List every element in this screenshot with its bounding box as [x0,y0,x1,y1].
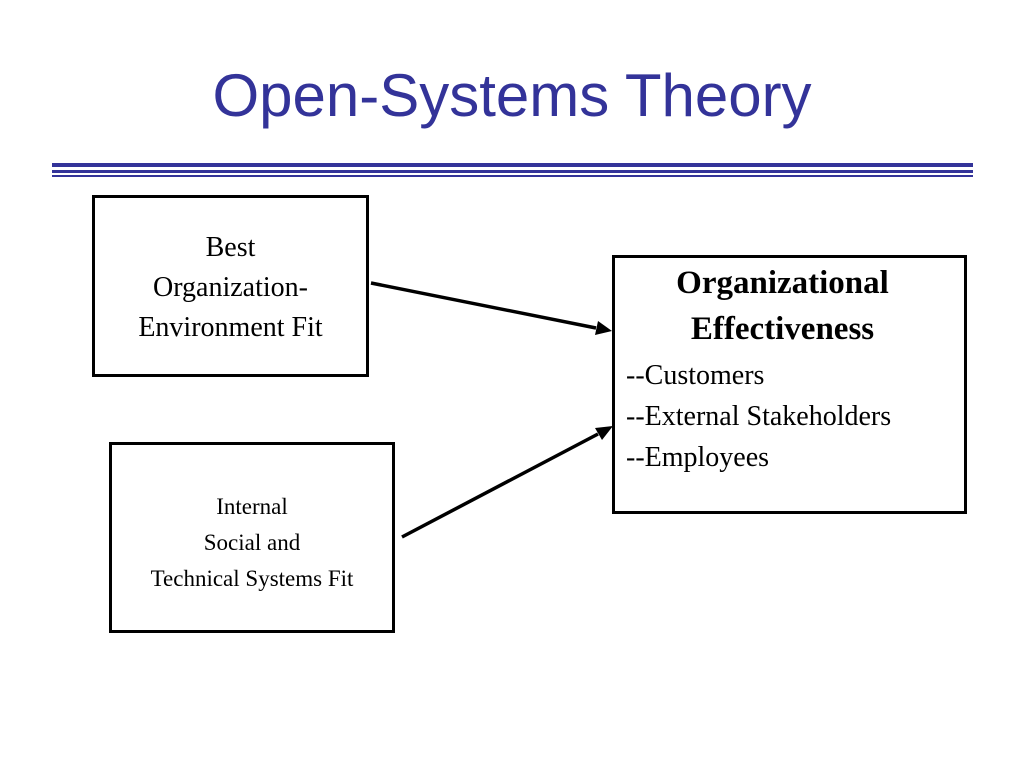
slide-title: Open-Systems Theory [212,62,812,129]
internal-systems-fit-box: Internal Social and Technical Systems Fi… [109,442,395,633]
arrow-fit-to-effectiveness-head [595,321,612,335]
arrow-fit-to-effectiveness [370,281,612,335]
org-environment-fit-box: Best Organization- Environment Fit [92,195,369,377]
effectiveness-item-employees: --Employees [626,442,770,473]
organizational-effectiveness-title: Organizational Effectiveness [676,265,889,347]
effectiveness-item-external-stakeholders: --External Stakeholders [626,401,892,432]
effectiveness-item-customers: --Customers [626,360,765,391]
arrow-internal-to-effectiveness-head [595,426,613,440]
title-divider-line-2 [52,170,973,173]
internal-systems-fit-label: Internal Social and Technical Systems Fi… [150,494,354,591]
arrow-internal-to-effectiveness-line [401,432,599,539]
effectiveness-list: --Customers --External Stakeholders --Em… [626,355,891,478]
arrow-internal-to-effectiveness [401,426,613,539]
org-environment-fit-label: Best Organization- Environment Fit [138,232,323,343]
arrow-fit-to-effectiveness-line [370,281,597,330]
organizational-effectiveness-box: Organizational Effectiveness --Customers… [612,255,967,514]
title-divider-line-3 [52,175,973,177]
title-divider-line-1 [52,163,973,167]
